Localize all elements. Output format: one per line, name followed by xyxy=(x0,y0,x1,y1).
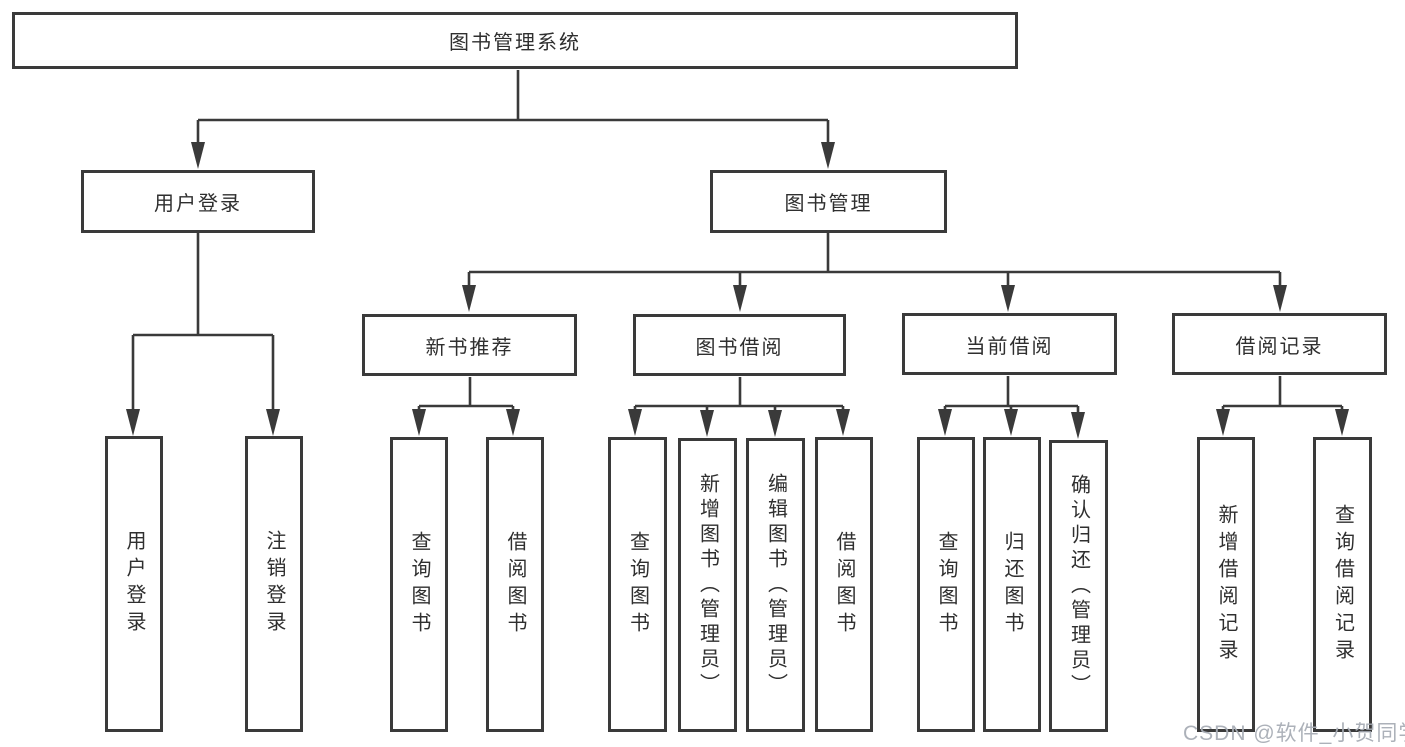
node-leaf-current-confirm-return: 确认归还（管理员） xyxy=(1049,440,1108,732)
node-leaf-borrow-edit-books: 编辑图书（管理员） xyxy=(746,438,805,732)
node-leaf-borrow-add-books: 新增图书（管理员） xyxy=(678,438,737,732)
node-borrow-records: 借阅记录 xyxy=(1172,313,1387,375)
csdn-watermark: CSDN @软件_小贺同学 xyxy=(1183,722,1405,745)
node-leaf-borrow-borrow-books: 借阅图书 xyxy=(815,437,873,732)
arrowheads xyxy=(126,142,1349,439)
node-leaf-records-query-record: 查询借阅记录 xyxy=(1313,437,1372,732)
node-book-management: 图书管理 xyxy=(710,170,947,233)
node-current-borrow: 当前借阅 xyxy=(902,313,1117,375)
node-user-login: 用户登录 xyxy=(81,170,315,233)
node-leaf-current-return-books: 归还图书 xyxy=(983,437,1041,732)
node-new-book-recommend: 新书推荐 xyxy=(362,314,577,376)
node-book-borrow: 图书借阅 xyxy=(633,314,846,376)
node-leaf-logout: 注销登录 xyxy=(245,436,303,732)
node-leaf-current-query-books: 查询图书 xyxy=(917,437,975,732)
node-leaf-recommend-query-books: 查询图书 xyxy=(390,437,448,732)
node-leaf-records-add-record: 新增借阅记录 xyxy=(1197,437,1255,732)
node-root: 图书管理系统 xyxy=(12,12,1018,69)
node-leaf-user-login: 用户登录 xyxy=(105,436,163,732)
node-leaf-borrow-query-books: 查询图书 xyxy=(608,437,667,732)
node-leaf-recommend-borrow-books: 借阅图书 xyxy=(486,437,544,732)
